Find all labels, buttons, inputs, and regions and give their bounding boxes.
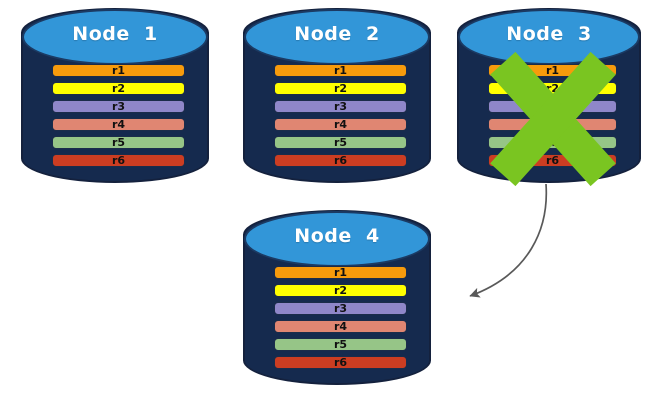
node-1-cylinder-top <box>22 9 208 65</box>
record-row[interactable]: r3 <box>274 100 407 113</box>
record-label: r2 <box>333 284 348 297</box>
record-label: r3 <box>333 100 348 113</box>
record-label: r2 <box>111 82 126 95</box>
record-row[interactable]: r3 <box>52 100 185 113</box>
record-row[interactable]: r1 <box>52 64 185 77</box>
record-row[interactable]: r3 <box>274 302 407 315</box>
record-row[interactable]: r4 <box>274 320 407 333</box>
node-4[interactable]: Node 4 r1 r2 r3 r4 r5 r6 <box>243 210 431 385</box>
node-2-title: Node 2 <box>294 23 380 45</box>
record-row[interactable]: r4 <box>274 118 407 131</box>
record-row[interactable]: r1 <box>274 64 407 77</box>
node-1-title: Node 1 <box>72 23 158 45</box>
record-row[interactable]: r2 <box>274 82 407 95</box>
record-row[interactable]: r6 <box>52 154 185 167</box>
record-label: r4 <box>333 320 348 333</box>
record-row[interactable]: r6 <box>274 356 407 369</box>
record-label: r1 <box>111 64 126 77</box>
node-2[interactable]: Node 2 r1 r2 r3 r4 r5 r6 <box>243 8 431 183</box>
record-label: r1 <box>333 266 348 279</box>
record-label: r5 <box>333 338 348 351</box>
node-3[interactable]: Node 3 r1 r2 r3 r4 r5 r6 <box>457 8 641 187</box>
record-label: r3 <box>111 100 126 113</box>
record-row[interactable]: r5 <box>274 338 407 351</box>
node-4-records: r1 r2 r3 r4 r5 r6 <box>274 266 407 369</box>
record-row[interactable]: r2 <box>52 82 185 95</box>
record-label: r4 <box>333 118 348 131</box>
record-label: r4 <box>111 118 126 131</box>
record-row[interactable]: r4 <box>52 118 185 131</box>
record-row[interactable]: r1 <box>274 266 407 279</box>
record-row[interactable]: r5 <box>52 136 185 149</box>
record-row[interactable]: r2 <box>274 284 407 297</box>
arrow-path <box>469 183 548 298</box>
node-2-records: r1 r2 r3 r4 r5 r6 <box>274 64 407 167</box>
node-4-title: Node 4 <box>294 225 380 247</box>
record-label: r1 <box>333 64 348 77</box>
record-label: r5 <box>111 136 126 149</box>
record-label: r2 <box>333 82 348 95</box>
record-label: r3 <box>333 302 348 315</box>
node-3-title: Node 3 <box>506 23 592 45</box>
record-row[interactable]: r5 <box>274 136 407 149</box>
record-label: r6 <box>111 154 126 167</box>
node-1[interactable]: Node 1 r1 r2 r3 r4 r5 r6 <box>21 8 209 183</box>
record-label: r5 <box>333 136 348 149</box>
record-row[interactable]: r6 <box>274 154 407 167</box>
node-2-cylinder-top <box>244 9 430 65</box>
record-label: r6 <box>333 356 348 369</box>
node-1-records: r1 r2 r3 r4 r5 r6 <box>52 64 185 167</box>
record-label: r6 <box>333 154 348 167</box>
